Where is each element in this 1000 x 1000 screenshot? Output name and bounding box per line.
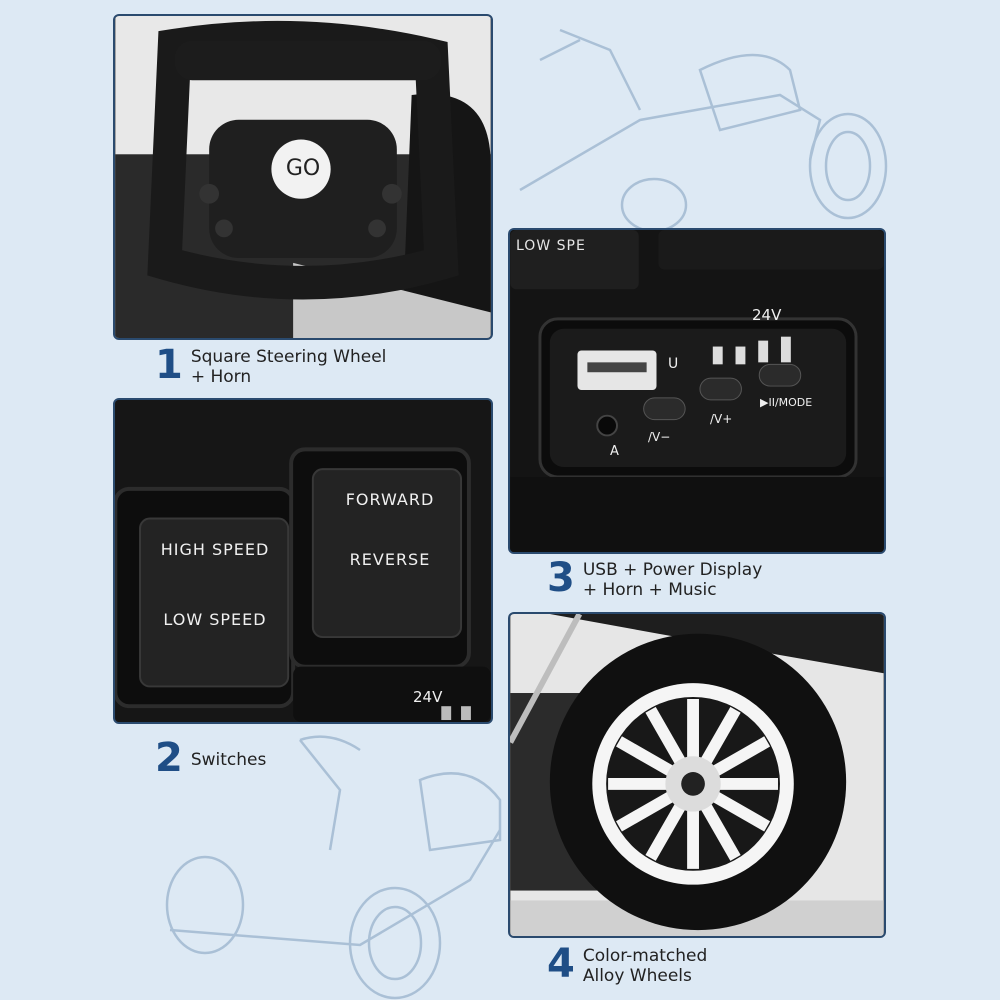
horn-button-label: /V−	[648, 430, 671, 444]
usb-label: U	[668, 356, 679, 372]
caption-line: USB + Power Display	[582, 560, 763, 580]
caption-line: + Horn + Music	[582, 580, 717, 600]
switches-photo: HIGH SPEED LOW SPEED FORWARD REVERSE 24V	[113, 398, 493, 724]
switch-low-speed-label: LOW SPEED	[163, 610, 267, 629]
mode-button-label: ▶II/MODE	[760, 396, 813, 409]
caption-4: 4 Color-matched Alloy Wheels	[547, 944, 707, 986]
caption-number: 2	[155, 735, 183, 781]
caption-line: Color-matched	[582, 946, 708, 966]
caption-number: 3	[547, 555, 575, 601]
steering-wheel-photo: GO	[113, 14, 493, 340]
horn-label: GO	[285, 156, 321, 181]
switch-reverse-label: REVERSE	[349, 550, 431, 569]
horn-button-icon	[271, 139, 331, 199]
switch-high-speed-label: HIGH SPEED	[160, 540, 270, 559]
voltage-label: 24V	[413, 688, 443, 706]
switch-forward-label: FORWARD	[345, 490, 435, 509]
alloy-wheel-photo	[508, 612, 886, 938]
caption-line: Alloy Wheels	[582, 966, 692, 986]
caption-number: 1	[155, 342, 183, 388]
voltage-label: 24V	[752, 306, 782, 324]
aux-label: A	[610, 444, 619, 459]
caption-line: Switches	[190, 750, 267, 770]
music-button-label: /V+	[710, 412, 733, 426]
caption-line: + Horn	[190, 367, 252, 387]
low-speed-partial-label: LOW SPE	[516, 238, 586, 254]
aux-port-icon	[596, 414, 618, 437]
caption-line: Square Steering Wheel	[190, 347, 387, 367]
caption-2: 2 Switches	[155, 738, 266, 778]
caption-1: 1 Square Steering Wheel + Horn	[155, 345, 386, 387]
usb-power-display-photo: LOW SPE 24V U A /V− /V+ ▶II/MODE	[508, 228, 886, 554]
caption-number: 4	[547, 941, 575, 987]
caption-3: 3 USB + Power Display + Horn + Music	[547, 558, 762, 600]
